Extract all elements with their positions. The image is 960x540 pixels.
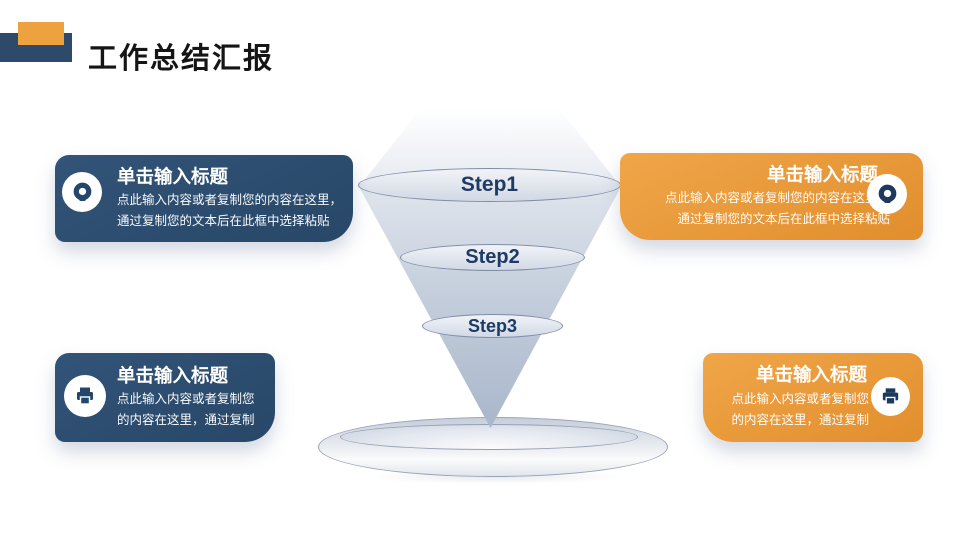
callout-body: 点此输入内容或者复制您 的内容在这里，通过复制 (117, 389, 255, 431)
callout-body: 点此输入内容或者复制您的内容在这里， 通过复制您的文本后在此框中选择粘贴 (117, 190, 342, 232)
funnel-base-disc-inner (340, 424, 638, 450)
callout-body-line2: 的内容在这里，通过复制 (117, 413, 255, 427)
callout-top-left: 单击输入标题 点此输入内容或者复制您的内容在这里， 通过复制您的文本后在此框中选… (55, 155, 353, 242)
callout-title: 单击输入标题 (766, 164, 878, 185)
funnel-step-3: Step3 (422, 314, 563, 338)
printer-icon (871, 377, 910, 416)
callout-top-right: 单击输入标题 点此输入内容或者复制您的内容在这里， 通过复制您的文本后在此框中选… (620, 153, 923, 240)
callout-body-line1: 点此输入内容或者复制您 (731, 392, 869, 406)
callout-body-line1: 点此输入内容或者复制您的内容在这里， (117, 193, 343, 207)
callout-title: 单击输入标题 (117, 166, 229, 187)
callout-bottom-right: 单击输入标题 点此输入内容或者复制您 的内容在这里，通过复制 (703, 353, 923, 442)
callout-body-line1: 点此输入内容或者复制您的内容在这里， (664, 191, 890, 205)
callout-body: 点此输入内容或者复制您 的内容在这里，通过复制 (731, 389, 869, 431)
funnel-step-1-label: Step1 (460, 173, 519, 196)
callout-body-line2: 的内容在这里，通过复制 (731, 413, 869, 427)
callout-title: 单击输入标题 (117, 365, 229, 386)
funnel-cone (358, 185, 622, 428)
disc-icon (867, 174, 907, 214)
funnel-step-2-label: Step2 (465, 246, 520, 268)
callout-body-line1: 点此输入内容或者复制您 (117, 392, 255, 406)
callout-bottom-left: 单击输入标题 点此输入内容或者复制您 的内容在这里，通过复制 (55, 353, 275, 442)
callout-body-line2: 通过复制您的文本后在此框中选择粘贴 (677, 212, 890, 226)
disc-icon (62, 172, 102, 212)
callout-title: 单击输入标题 (755, 364, 867, 385)
funnel-step-1: Step1 (358, 168, 621, 202)
callout-body-line2: 通过复制您的文本后在此框中选择粘贴 (117, 214, 330, 228)
printer-icon (64, 375, 106, 417)
title-orange-block-decoration (18, 22, 64, 45)
page-title: 工作总结汇报 (88, 43, 275, 75)
funnel-step-3-label: Step3 (467, 315, 518, 336)
callout-body: 点此输入内容或者复制您的内容在这里， 通过复制您的文本后在此框中选择粘贴 (665, 188, 890, 230)
funnel-step-2: Step2 (400, 244, 585, 271)
